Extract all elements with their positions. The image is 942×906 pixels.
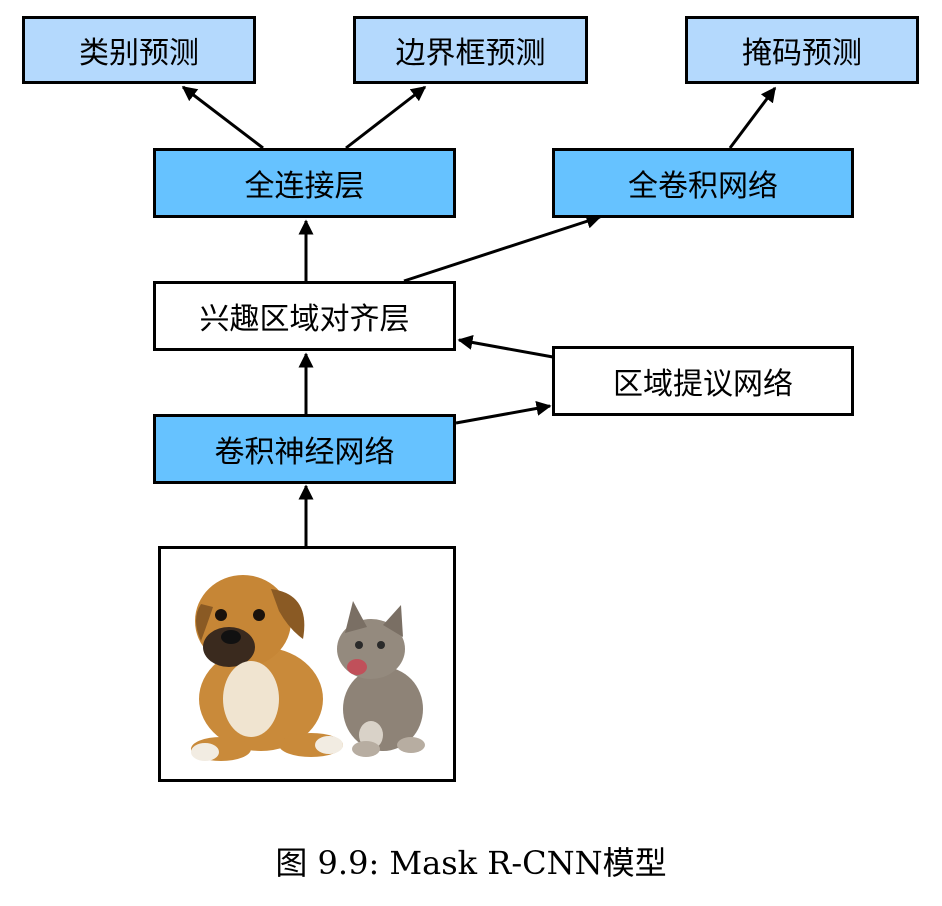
dog-and-cat-illustration	[191, 575, 425, 761]
bbox-prediction-box: 边界框预测	[353, 16, 588, 84]
arrow-fc-to-bbox-pred	[345, 85, 427, 150]
roi-align-box: 兴趣区域对齐层	[153, 281, 456, 351]
region-proposal-network-box: 区域提议网络	[552, 346, 854, 416]
input-image	[158, 546, 456, 782]
fully-convolutional-network-box: 全卷积网络	[552, 148, 854, 218]
arrow-rpn-to-roi-align	[457, 335, 554, 359]
arrow-roi-align-to-fcn	[403, 214, 602, 283]
arrow-cnn-to-rpn	[455, 401, 552, 425]
figure-caption: 图 9.9: Mask R-CNN模型	[275, 844, 667, 882]
arrow-fc-to-class-pred	[181, 85, 264, 150]
class-prediction-box: 类别预测	[22, 16, 256, 84]
mask-prediction-box: 掩码预测	[685, 16, 919, 84]
cat-icon	[337, 601, 425, 757]
cnn-box: 卷积神经网络	[153, 414, 456, 484]
fully-connected-layer-box: 全连接层	[153, 148, 456, 218]
arrow-fcn-to-mask-pred	[728, 86, 777, 149]
dog-icon	[191, 575, 343, 761]
